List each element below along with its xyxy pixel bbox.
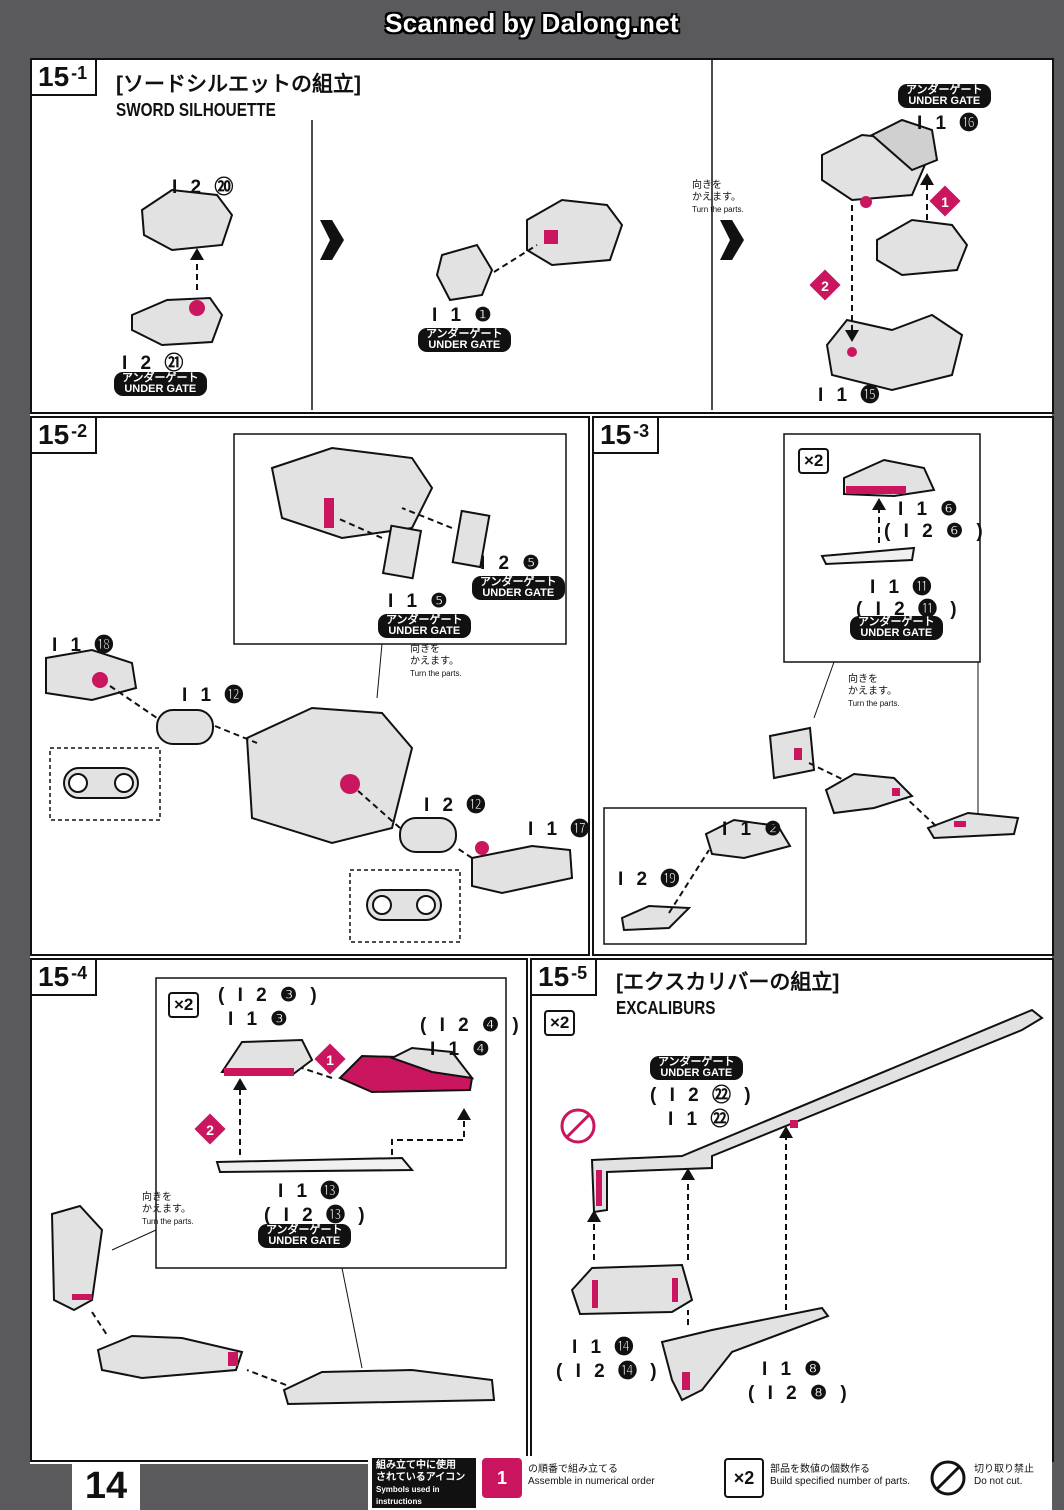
part-label: I 1 ⓯ (818, 385, 884, 406)
step-15-3-illustration (603, 433, 1020, 945)
part-label: I 1 ❶ (432, 305, 496, 326)
part-label: I 1 ❷ (722, 819, 786, 840)
order-marker-2: 2 (821, 278, 829, 294)
step-number: 15-4 (32, 960, 98, 996)
multiplier-icon: ×2 (168, 992, 200, 1018)
part-label: I 1 ⓭ (278, 1181, 344, 1202)
part-label: ( I 2 ⓮ ) (556, 1361, 661, 1382)
part-label: I 1 ❸ (228, 1009, 292, 1030)
multiplier-icon: ×2 (724, 1458, 764, 1498)
multiplier-icon: ×2 (544, 1010, 576, 1036)
order-marker-1: 1 (941, 194, 949, 210)
turn-note: 向きをかえます。Turn the parts. (692, 180, 744, 214)
watermark: Scanned by Dalong.net (385, 8, 679, 38)
part-label: I 2 ❺ (480, 553, 544, 574)
step-15-4-panel: 15-4 1 2 ×2 ( I (30, 958, 528, 1462)
part-label: I 1 ❺ (388, 591, 452, 612)
part-label: ( I 2 ❸ ) (218, 985, 321, 1006)
part-label: ( I 2 ㉒ ) (650, 1085, 755, 1106)
part-label: I 1 ⓫ (870, 577, 936, 598)
step-number: 15-2 (32, 418, 98, 454)
part-label: I 1 ⓱ (528, 819, 590, 840)
part-label: I 1 ⓲ (52, 635, 118, 656)
step-number: 15-1 (32, 60, 98, 96)
turn-note: 向きをかえます。Turn the parts. (848, 674, 900, 708)
part-label: ( I 2 ❹ ) (420, 1015, 523, 1036)
order-marker-1: 1 (326, 1052, 334, 1068)
order-number-icon: 1 (482, 1458, 522, 1498)
instruction-page: 15-1 [ソードシルエットの組立] SWORD SILHOUETTE (30, 58, 1054, 1464)
turn-note: 向きをかえます。Turn the parts. (410, 644, 462, 678)
step-title-en: SWORD SILHOUETTE (116, 100, 276, 120)
order-marker-2: 2 (206, 1122, 214, 1138)
part-label: I 2 ⓬ (424, 795, 490, 816)
part-label: I 1 ❻ (898, 499, 962, 520)
part-label: I 1 ⓬ (182, 685, 248, 706)
part-label: I 2 ㉑ (122, 353, 188, 374)
page-number: 14 (72, 1462, 140, 1510)
step-15-2-illustration (45, 433, 574, 943)
step-15-2-panel: 15-2 (30, 416, 590, 956)
step-title-jp: [ソードシルエットの組立] (116, 73, 361, 96)
part-label: ( I 2 ⓭ ) (264, 1205, 369, 1226)
part-label: I 1 ⓮ (572, 1337, 638, 1358)
step-15-4-illustration: 1 2 (50, 977, 507, 1406)
step-15-3-panel: 15-3 ×2 I 1 ❻ ( I 2 ❻ ) I 1 ⓫ (592, 416, 1054, 956)
part-label: ( I 2 ❻ ) (884, 521, 987, 542)
step-number: 15-3 (594, 418, 660, 454)
part-label: I 1 ㉒ (668, 1109, 734, 1130)
multiplier-icon: ×2 (798, 448, 830, 474)
step-15-1-illustration: 1 2 (131, 60, 969, 410)
part-label: I 1 ❽ (762, 1359, 826, 1380)
part-label: ( I 2 ⓫ ) (856, 599, 961, 620)
step-15-1-panel: 15-1 [ソードシルエットの組立] SWORD SILHOUETTE (30, 58, 1054, 414)
do-not-cut-icon (930, 1460, 966, 1496)
turn-note: 向きをかえます。Turn the parts. (142, 1192, 194, 1226)
part-label: I 2 ⑳ (172, 177, 238, 198)
part-label: I 1 ❹ (430, 1039, 494, 1060)
step-title-jp: [エクスカリバーの組立] (616, 971, 840, 994)
part-label: ( I 2 ❽ ) (748, 1383, 851, 1404)
step-number: 15-5 (532, 960, 598, 996)
step-15-5-illustration (560, 1008, 1044, 1402)
part-label: I 2 ⓳ (618, 869, 684, 890)
part-label: I 1 ⓰ (917, 113, 983, 134)
step-title-en: EXCALIBURS (616, 998, 716, 1018)
